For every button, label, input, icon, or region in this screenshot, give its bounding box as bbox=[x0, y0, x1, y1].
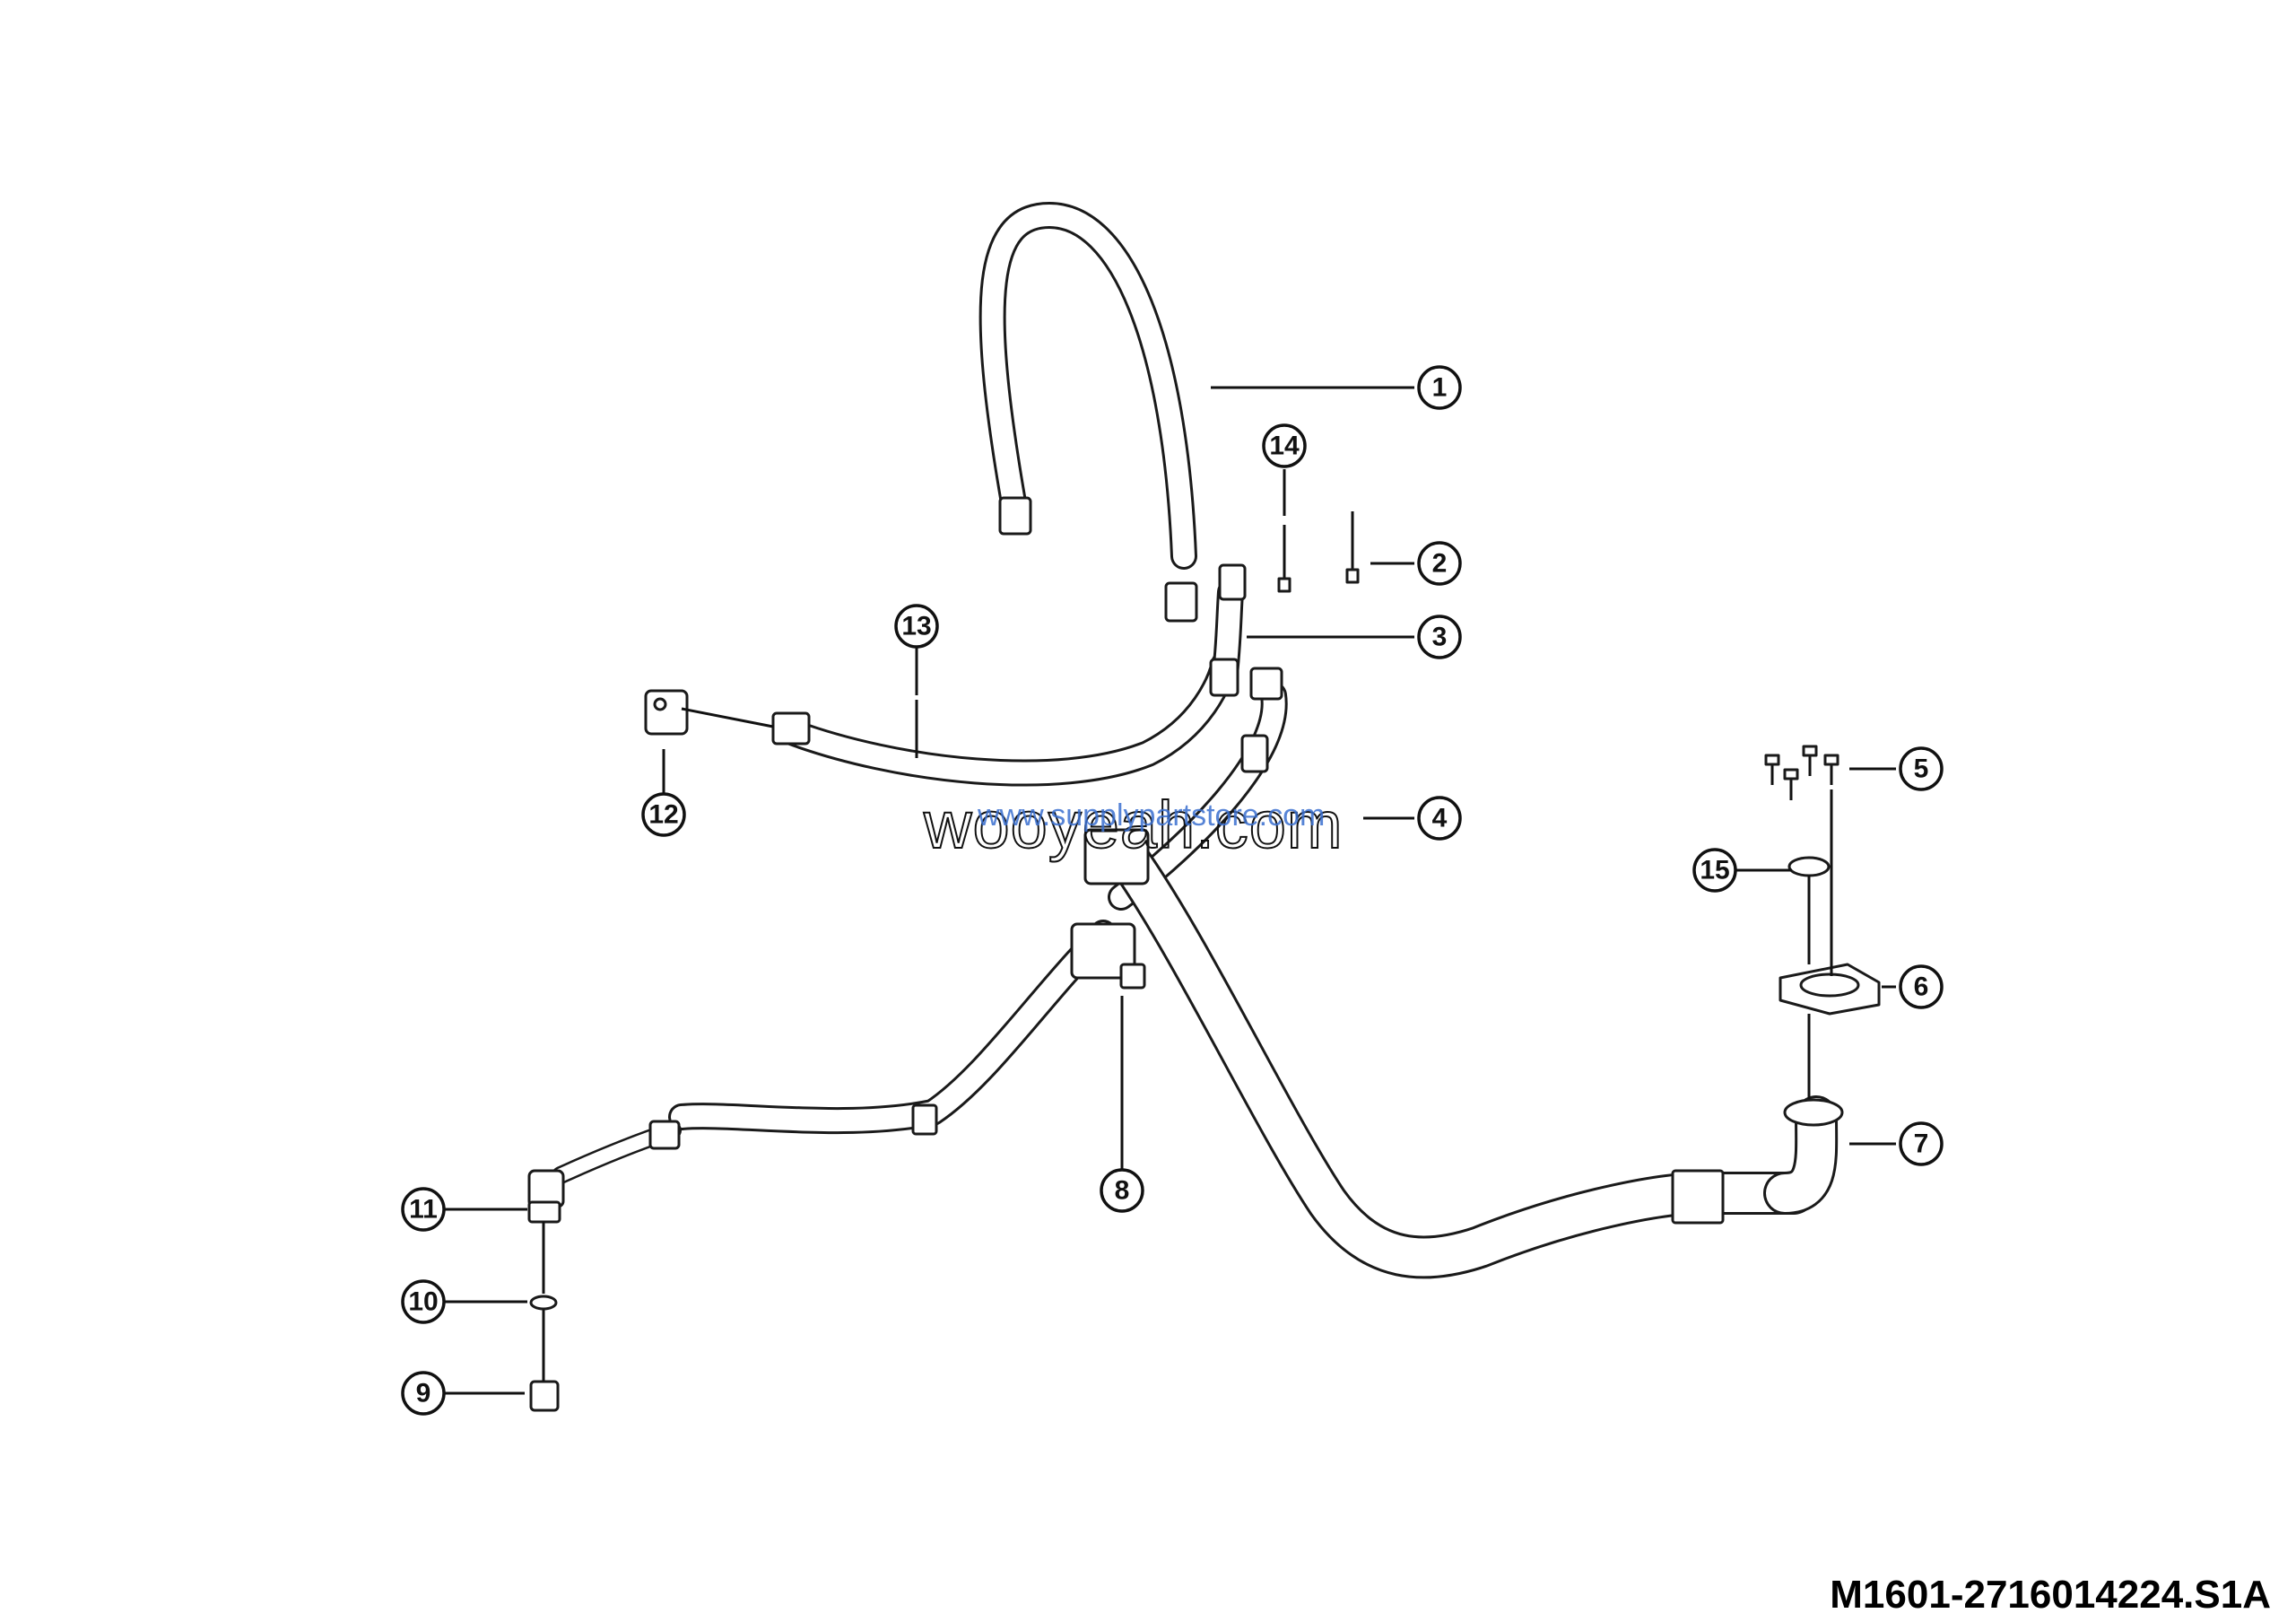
svg-text:9: 9 bbox=[416, 1379, 431, 1408]
callout-2: 2 bbox=[1417, 541, 1462, 586]
leader-lines bbox=[444, 386, 1896, 1395]
svg-text:5: 5 bbox=[1914, 754, 1929, 784]
clamp-8 bbox=[1070, 828, 1150, 990]
flange-6 bbox=[1779, 963, 1881, 1016]
elbow-11-body bbox=[527, 1200, 561, 1224]
hose-8-left bbox=[668, 920, 1117, 1135]
drawing-code: M1601-2716014224.S1A bbox=[1830, 1573, 2271, 1617]
pin-14 bbox=[1277, 525, 1292, 593]
pin-2 bbox=[1345, 511, 1360, 584]
pipe-7-collar bbox=[1783, 1098, 1844, 1127]
pipe-7-elbow bbox=[1763, 1095, 1839, 1215]
svg-text:11: 11 bbox=[409, 1195, 438, 1225]
hose-12-fitting bbox=[771, 711, 811, 746]
hose-3-main bbox=[776, 650, 1238, 787]
callout-5: 5 bbox=[1899, 746, 1944, 791]
svg-text:13: 13 bbox=[901, 612, 931, 641]
svg-text:15: 15 bbox=[1700, 856, 1729, 885]
o-ring-10 bbox=[529, 1295, 558, 1311]
callout-15: 15 bbox=[1692, 848, 1737, 893]
svg-text:1: 1 bbox=[1432, 373, 1448, 403]
svg-text:4: 4 bbox=[1432, 804, 1448, 833]
callout-7: 7 bbox=[1899, 1121, 1944, 1166]
svg-text:2: 2 bbox=[1432, 549, 1448, 579]
elbow-12 bbox=[644, 689, 689, 736]
svg-text:10: 10 bbox=[408, 1287, 438, 1317]
watermark-secondary: www.supplypartstore.com bbox=[977, 798, 1325, 833]
bolts-5 bbox=[1764, 745, 1839, 800]
hose-4-ferrule bbox=[1240, 734, 1269, 773]
plug-9 bbox=[529, 1380, 560, 1412]
hose-4-top-fitting bbox=[1249, 667, 1283, 701]
svg-text:12: 12 bbox=[648, 800, 678, 830]
callout-9: 9 bbox=[401, 1371, 446, 1416]
hose-3-end-fitting bbox=[1218, 563, 1247, 601]
guide-12 bbox=[681, 707, 774, 728]
callout-13: 13 bbox=[894, 604, 939, 649]
svg-text:3: 3 bbox=[1432, 623, 1448, 652]
o-ring-15 bbox=[1787, 856, 1831, 877]
hose-1-arc bbox=[978, 202, 1197, 570]
callout-12: 12 bbox=[641, 792, 686, 837]
callout-8: 8 bbox=[1100, 1168, 1144, 1213]
callout-11: 11 bbox=[401, 1187, 446, 1232]
callout-14: 14 bbox=[1262, 423, 1307, 468]
hose-8-clip bbox=[911, 1103, 938, 1136]
callout-1: 1 bbox=[1417, 365, 1462, 410]
hose-7-main bbox=[1109, 840, 1815, 1279]
hose-1-end-fitting bbox=[998, 496, 1032, 536]
callout-4: 4 bbox=[1417, 796, 1462, 841]
watermark-main: wooyeah.com bbox=[923, 788, 1344, 862]
callout-10: 10 bbox=[401, 1279, 446, 1324]
hose-3-ferrule bbox=[1209, 658, 1239, 697]
svg-text:8: 8 bbox=[1115, 1176, 1130, 1206]
callout-3: 3 bbox=[1417, 615, 1462, 659]
svg-text:7: 7 bbox=[1914, 1129, 1929, 1159]
elbow-12-port bbox=[653, 697, 667, 711]
svg-text:6: 6 bbox=[1914, 972, 1929, 1002]
callout-6: 6 bbox=[1899, 964, 1944, 1009]
hose-1-lower-fitting bbox=[1164, 581, 1198, 623]
hose-11-fitting bbox=[648, 1120, 681, 1150]
svg-text:14: 14 bbox=[1269, 432, 1300, 461]
hose-7-sleeve bbox=[1671, 1169, 1725, 1225]
